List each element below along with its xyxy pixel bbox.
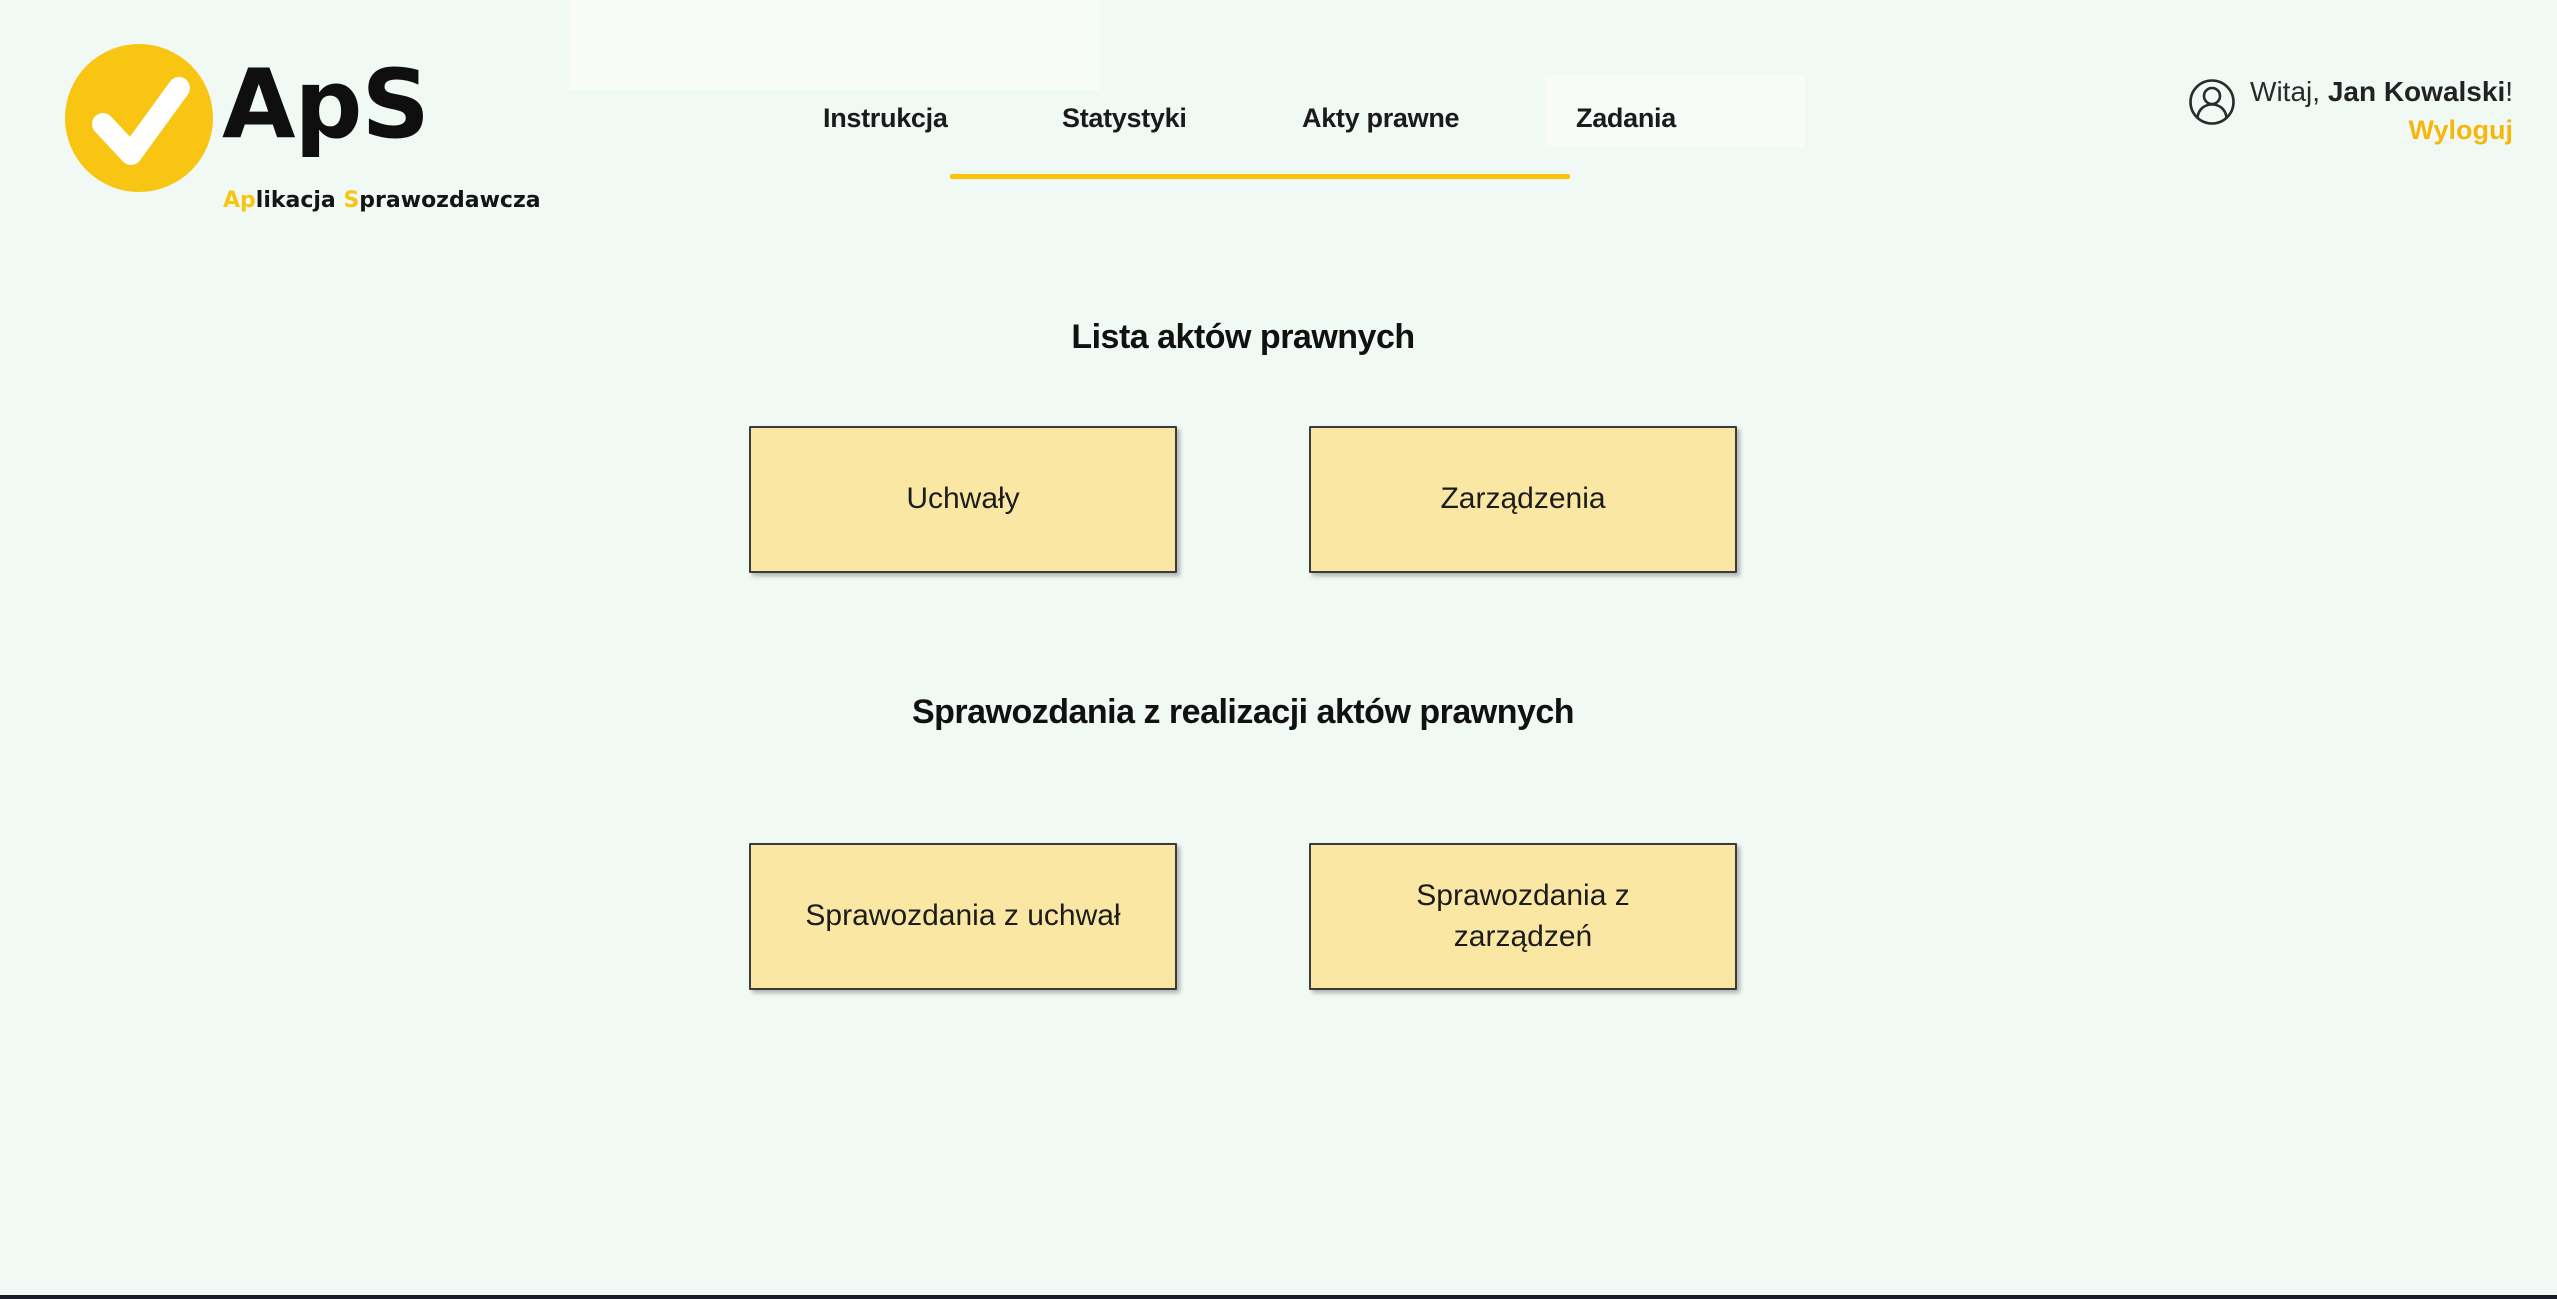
user-area: Witaj, Jan Kowalski! Wyloguj xyxy=(2188,76,2513,146)
checkmark-icon xyxy=(92,77,190,165)
button-label: Uchwały xyxy=(906,482,1020,516)
nav-active-underline xyxy=(950,174,1570,179)
section-heading-legal-acts: Lista aktów prawnych xyxy=(1071,318,1415,356)
user-name: Jan Kowalski xyxy=(2327,76,2506,107)
logo-subtitle: Aplikacja Sprawozdawcza xyxy=(223,188,541,213)
logo-subtitle-segment: Ap xyxy=(223,188,256,213)
nav-item-instrukcja[interactable]: Instrukcja xyxy=(823,103,948,133)
button-sprawozdania-uchwal[interactable]: Sprawozdania z uchwał xyxy=(749,843,1177,990)
button-zarzadzenia[interactable]: Zarządzenia xyxy=(1309,426,1737,573)
nav-item-zadania[interactable]: Zadania xyxy=(1576,103,1676,133)
footer-strip xyxy=(0,1295,2557,1299)
nav-item-akty-prawne[interactable]: Akty prawne xyxy=(1302,103,1460,133)
logout-link[interactable]: Wyloguj xyxy=(2408,115,2514,145)
button-label: Sprawozdania z zarządzeń xyxy=(1416,879,1630,953)
button-label: Zarządzenia xyxy=(1440,482,1606,516)
button-uchwaly[interactable]: Uchwały xyxy=(749,426,1177,573)
user-greeting: Witaj, Jan Kowalski! xyxy=(2250,76,2513,107)
logo-subtitle-segment: likacja xyxy=(255,188,344,213)
logo-checkmark-badge xyxy=(65,44,213,192)
nav-item-statystyki[interactable]: Statystyki xyxy=(1062,103,1187,133)
logo-wordmark: ApS xyxy=(222,50,430,160)
button-sprawozdania-zarzadzen[interactable]: Sprawozdania z zarządzeń xyxy=(1309,843,1737,990)
section-heading-reports: Sprawozdania z realizacji aktów prawnych xyxy=(911,693,1575,731)
logo-subtitle-segment: S xyxy=(343,188,360,213)
user-text: Witaj, Jan Kowalski! Wyloguj xyxy=(2250,76,2513,146)
logo-subtitle-segment: prawozdawcza xyxy=(359,188,541,213)
button-label: Sprawozdania z uchwał xyxy=(805,899,1121,933)
header-highlight-patch xyxy=(570,0,1100,90)
app-logo[interactable]: ApS Aplikacja Sprawozdawcza xyxy=(65,40,541,213)
greeting-suffix: ! xyxy=(2505,76,2513,107)
greeting-prefix: Witaj, xyxy=(2250,76,2328,107)
user-avatar-icon xyxy=(2189,79,2235,125)
